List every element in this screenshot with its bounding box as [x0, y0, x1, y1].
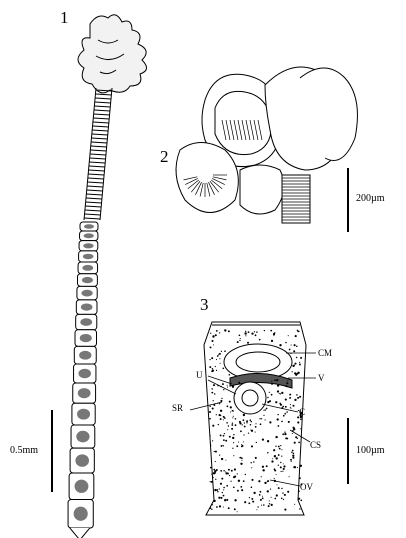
- scale-label-panel-2: 200µm: [356, 193, 385, 204]
- scale-label-panel-3: 100µm: [356, 445, 385, 456]
- label-sr: SR: [172, 403, 184, 413]
- label-cm: CM: [318, 348, 333, 358]
- label-cs: CS: [310, 440, 322, 450]
- scale-label-panel-1: 0.5mm: [10, 445, 39, 456]
- panel-3-number: 3: [200, 295, 209, 314]
- panel-1-number: 1: [60, 8, 69, 27]
- panel-2-number: 2: [160, 147, 169, 166]
- label-v: V: [318, 373, 325, 383]
- label-ov: OV: [300, 482, 313, 492]
- label-c: C: [299, 407, 306, 417]
- label-u: U: [196, 370, 203, 380]
